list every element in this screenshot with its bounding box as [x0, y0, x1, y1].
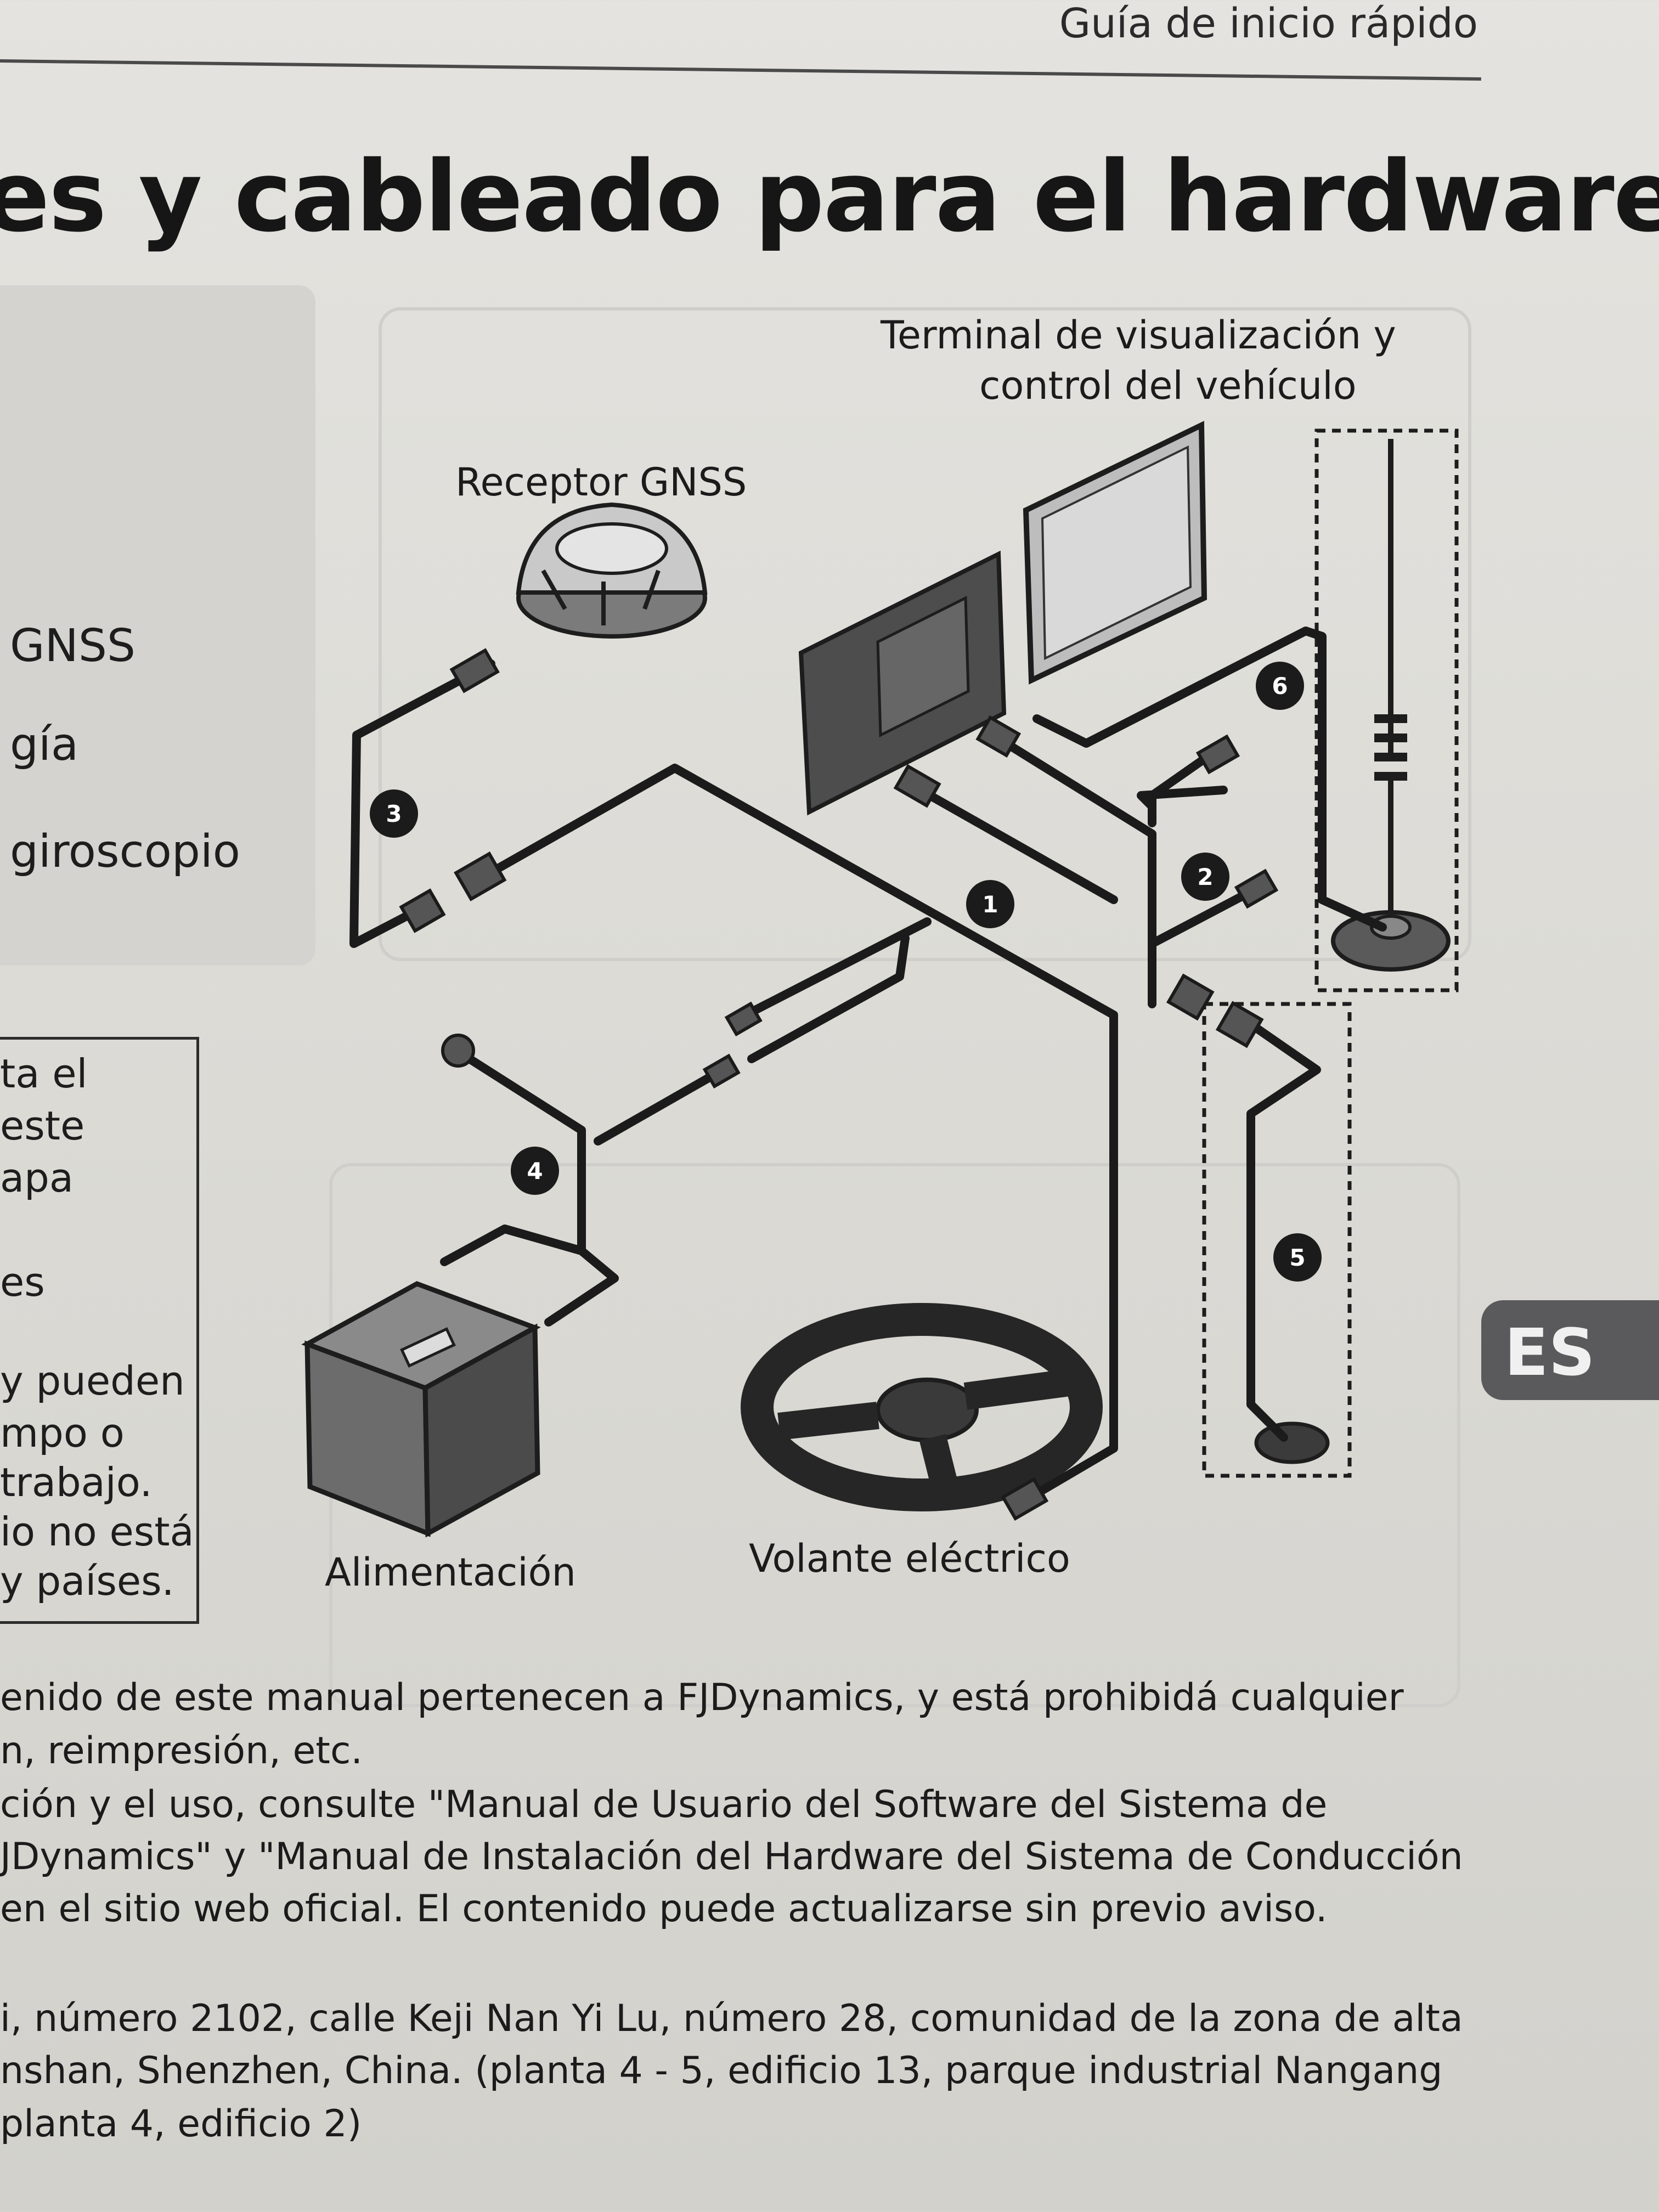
gnss-receiver-icon: [516, 502, 708, 639]
left-word-gnss: GNSS: [10, 620, 136, 672]
cable-6: [1032, 627, 1387, 932]
svg-text:2: 2: [1197, 864, 1213, 890]
radio-antenna-icon: [1314, 428, 1459, 992]
callout-badge-3: 3: [370, 789, 418, 838]
callout-badge-6: 6: [1256, 662, 1304, 710]
svg-text:4: 4: [527, 1158, 543, 1184]
svg-text:5: 5: [1289, 1244, 1305, 1271]
address-line: planta 4, edificio 2): [0, 2102, 362, 2146]
guide-title: Guía de inicio rápido: [1059, 0, 1478, 47]
cable-1-branch: [906, 780, 1118, 904]
svg-text:6: 6: [1272, 673, 1288, 699]
cable-5: [1241, 1016, 1321, 1442]
side-note-line: es: [0, 1259, 45, 1305]
footer-line: JDynamics" y "Manual de Instalación del …: [0, 1835, 1463, 1878]
terminal-label-line1: Terminal de visualización y: [881, 313, 1396, 358]
svg-text:1: 1: [982, 891, 998, 918]
side-note-line: io no está: [0, 1509, 194, 1555]
callout-badge-4: 4: [511, 1147, 559, 1195]
steering-wheel-label: Volante eléctrico: [749, 1536, 1070, 1581]
gnss-receiver-label: Receptor GNSS: [455, 460, 747, 505]
battery-icon: [301, 1281, 541, 1538]
footer-line: en el sitio web oficial. El contenido pu…: [0, 1887, 1328, 1931]
cable-set: [349, 627, 1387, 1508]
address-line: nshan, Shenzhen, China. (planta 4 - 5, e…: [0, 2049, 1443, 2092]
footer-line: enido de este manual pertenecen a FJDyna…: [0, 1676, 1404, 1719]
side-note-line: ta el: [0, 1051, 88, 1097]
gyroscope-sensor-icon: [1202, 1002, 1352, 1478]
side-note-line: trabajo.: [0, 1459, 153, 1505]
display-terminal-icon: [798, 421, 1207, 816]
steering-wheel-icon: [741, 1303, 1103, 1511]
footer-line: ción y el uso, consulte "Manual de Usuar…: [0, 1783, 1328, 1826]
footer-line: n, reimpresión, etc.: [0, 1729, 363, 1773]
left-word-giroscopio: giroscopio: [10, 826, 240, 878]
bleed-panel-right: [379, 307, 1471, 961]
address-line: i, número 2102, calle Keji Nan Yi Lu, nú…: [0, 1997, 1463, 2040]
cable-1: [467, 764, 1118, 1508]
side-note-line: y países.: [0, 1558, 174, 1604]
side-note-line: y pueden: [0, 1358, 185, 1404]
side-note-line: este: [0, 1103, 85, 1149]
svg-text:3: 3: [386, 800, 402, 827]
connector-set: [399, 648, 1279, 1521]
language-tab-label: ES: [1504, 1314, 1595, 1390]
terminal-label-line2: control del vehículo: [979, 363, 1357, 408]
power-label: Alimentación: [325, 1550, 576, 1595]
side-note-line: apa: [0, 1155, 74, 1201]
side-note-line: mpo o: [0, 1410, 125, 1456]
side-note-box: [0, 1037, 199, 1624]
cable-3: [349, 659, 495, 948]
callout-badge-1: 1: [966, 880, 1014, 928]
section-title: es y cableado para el hardware: [0, 140, 1659, 253]
callout-badge-2: 2: [1181, 853, 1229, 901]
left-word-gia: gía: [10, 719, 79, 771]
bleed-panel-left: [0, 285, 315, 966]
callout-badge-5: 5: [1273, 1233, 1322, 1282]
language-tab: ES: [1481, 1300, 1659, 1400]
